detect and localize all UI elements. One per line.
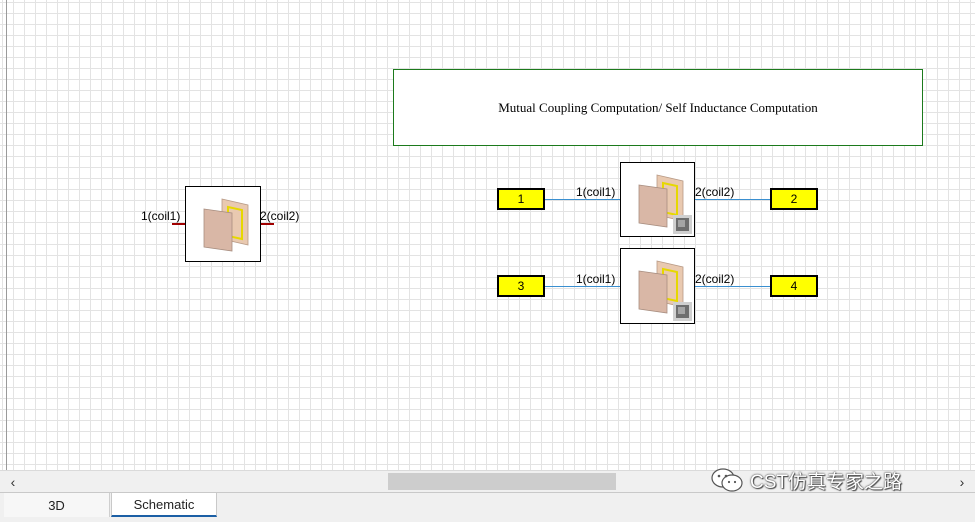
port-1-label: 1 bbox=[517, 192, 525, 206]
scroll-right-arrow-icon[interactable]: › bbox=[959, 473, 965, 490]
wire-port3-block2 bbox=[545, 286, 620, 287]
wire-block2-port4 bbox=[695, 286, 770, 287]
port-2[interactable]: 2 bbox=[770, 188, 818, 210]
coil-pair-icon bbox=[638, 174, 692, 234]
block2-port-label-coil2: 2(coil2) bbox=[695, 272, 735, 286]
view-tab-bar: 3D Schematic bbox=[0, 492, 975, 522]
wire-block1-port2 bbox=[695, 199, 770, 200]
tab-schematic-label: Schematic bbox=[133, 496, 195, 512]
coil-block-2[interactable] bbox=[620, 248, 695, 324]
tab-3d[interactable]: 3D bbox=[4, 493, 110, 517]
block1-port-label-coil1: 1(coil1) bbox=[576, 185, 616, 199]
scrollbar-thumb[interactable] bbox=[388, 473, 616, 490]
port-4[interactable]: 4 bbox=[770, 275, 818, 297]
port-label-coil2: 2(coil2) bbox=[260, 209, 300, 223]
coil-pair-icon bbox=[203, 198, 249, 252]
port-label-coil1: 1(coil1) bbox=[141, 209, 181, 223]
block1-port-label-coil2: 2(coil2) bbox=[695, 185, 735, 199]
coil-block-standalone[interactable] bbox=[185, 186, 261, 262]
coil-block-1[interactable] bbox=[620, 162, 695, 237]
wechat-icon bbox=[711, 468, 743, 492]
pin-right-standalone bbox=[260, 223, 274, 225]
canvas-left-border bbox=[6, 0, 7, 470]
port-1[interactable]: 1 bbox=[497, 188, 545, 210]
title-block-text: Mutual Coupling Computation/ Self Induct… bbox=[498, 99, 818, 115]
port-2-label: 2 bbox=[790, 192, 798, 206]
scroll-left-arrow-icon[interactable]: ‹ bbox=[10, 473, 16, 490]
block2-port-label-coil1: 1(coil1) bbox=[576, 272, 616, 286]
port-3-label: 3 bbox=[517, 279, 525, 293]
title-block[interactable]: Mutual Coupling Computation/ Self Induct… bbox=[393, 69, 923, 146]
port-3[interactable]: 3 bbox=[497, 275, 545, 297]
tab-schematic[interactable]: Schematic bbox=[111, 493, 217, 517]
coil-pair-icon bbox=[638, 260, 692, 321]
pin-left-standalone bbox=[172, 223, 186, 225]
wire-port1-block1 bbox=[545, 199, 620, 200]
watermark-text: CST仿真专家之路 bbox=[750, 471, 903, 493]
watermark: CST仿真专家之路 bbox=[710, 466, 902, 494]
tab-3d-label: 3D bbox=[48, 497, 65, 513]
port-4-label: 4 bbox=[790, 279, 798, 293]
